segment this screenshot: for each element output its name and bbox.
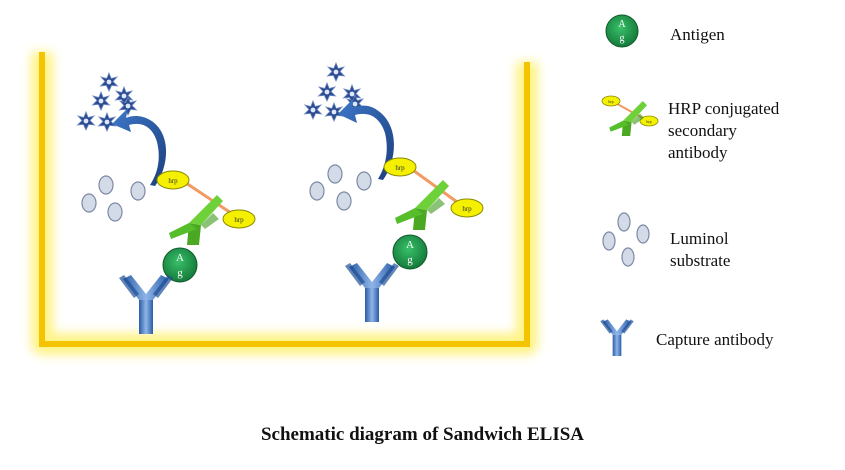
svg-text:hrp: hrp xyxy=(234,216,244,224)
legend-label-luminol-line-1: Luminol xyxy=(670,229,729,248)
legend-label-hrp: HRP conjugated secondary antibody xyxy=(668,98,779,164)
svg-text:hrp: hrp xyxy=(462,205,472,213)
legend-label-luminol-line-2: substrate xyxy=(670,251,731,270)
antigen-label-bottom: g xyxy=(620,33,625,44)
luminol-icon xyxy=(602,212,650,267)
antigen-label-top: A xyxy=(618,19,626,30)
assay-left: hrp hrp A g xyxy=(77,72,256,334)
secondary-antibody-left xyxy=(169,195,223,245)
antigen-right: A g xyxy=(392,234,428,270)
diagram-title: Schematic diagram of Sandwich ELISA xyxy=(0,424,845,446)
capture-antibody-left xyxy=(119,275,173,334)
legend: A g hrp hrp xyxy=(600,14,659,356)
hrp-enzyme-left-2: hrp xyxy=(222,209,256,229)
well-container xyxy=(31,52,538,355)
luminol-substrate-right xyxy=(309,164,372,211)
legend-label-hrp-line-3: antibody xyxy=(668,143,728,162)
antigen-left: A g xyxy=(162,247,198,283)
hrp-enzyme-left-1: hrp xyxy=(156,170,190,190)
svg-text:hrp: hrp xyxy=(395,164,405,172)
assay-right: hrp hrp A g xyxy=(304,62,484,322)
legend-label-luminol: Luminol substrate xyxy=(670,228,730,272)
hrp-antibody-icon: hrp hrp xyxy=(601,95,659,136)
luminol-substrate-left xyxy=(81,175,146,222)
legend-label-hrp-line-1: HRP conjugated xyxy=(668,99,780,118)
legend-label-antigen: Antigen xyxy=(670,25,725,44)
svg-text:hrp: hrp xyxy=(168,177,178,185)
svg-text:hrp: hrp xyxy=(646,119,651,124)
hrp-enzyme-right-2: hrp xyxy=(450,198,484,218)
capture-antibody-right xyxy=(345,263,399,322)
antigen-label-bottom: g xyxy=(407,254,413,266)
capture-antibody-icon xyxy=(600,319,634,356)
secondary-antibody-right xyxy=(395,180,449,230)
hrp-enzyme-right-1: hrp xyxy=(383,157,417,177)
diagram-title-prefix: Schematic diagram of xyxy=(260,424,444,445)
reaction-arrow-right xyxy=(338,98,394,180)
antigen-label-bottom: g xyxy=(177,267,183,279)
legend-label-capture: Capture antibody xyxy=(656,330,774,349)
reaction-arrow-left xyxy=(112,108,167,186)
legend-label-hrp-line-2: secondary xyxy=(668,121,737,140)
diagram-title-emphasis: Sandwich ELISA xyxy=(443,424,585,445)
svg-text:hrp: hrp xyxy=(608,99,613,104)
antigen-label-top: A xyxy=(176,252,184,264)
antigen-label-top: A xyxy=(406,239,414,251)
antigen-icon: A g xyxy=(605,14,639,48)
